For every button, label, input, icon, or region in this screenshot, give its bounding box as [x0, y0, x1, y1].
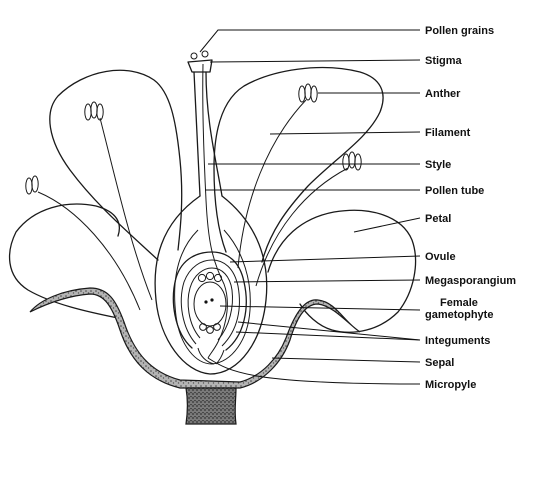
egg-apparatus-cell — [199, 323, 207, 331]
label-integuments: Integuments — [425, 335, 490, 347]
antipodal-cell — [197, 273, 207, 283]
label-gametophyte: gametophyte — [425, 309, 493, 321]
polar-nucleus — [210, 298, 214, 302]
polar-nucleus — [204, 300, 208, 304]
label-style: Style — [425, 159, 451, 171]
leader-stigma — [209, 59, 421, 63]
label-sepal: Sepal — [425, 357, 454, 369]
label-pollen-grains: Pollen grains — [425, 25, 494, 37]
ovule-outer-integument — [172, 251, 247, 351]
leader-sepal — [271, 357, 421, 363]
filament — [99, 117, 153, 301]
label-micropyle: Micropyle — [425, 379, 476, 391]
leader-pollen-grains — [199, 29, 420, 53]
label-megasporangium: Megasporangium — [425, 275, 516, 287]
label-stigma: Stigma — [425, 55, 463, 67]
leader-filament — [269, 131, 421, 135]
leader-ovule — [229, 255, 421, 263]
leader-petal — [353, 217, 421, 233]
anther — [342, 151, 362, 171]
pollen-grain — [201, 50, 209, 58]
label-pollen-tube: Pollen tube — [425, 185, 484, 197]
megasporangium — [187, 267, 233, 341]
leader-micropyle — [207, 357, 421, 385]
petal-upper-left — [49, 69, 183, 261]
pollen-tube — [202, 63, 228, 359]
antipodal-cell — [205, 271, 215, 281]
label-anther: Anther — [425, 88, 461, 100]
label-female: Female — [440, 297, 478, 309]
style-left-wall — [193, 71, 201, 197]
style-right-wall — [205, 71, 223, 197]
petal-lower-left — [8, 203, 120, 319]
ovule-inner-integument — [180, 259, 240, 347]
label-filament: Filament — [425, 127, 471, 139]
petal-lower-right — [267, 209, 417, 333]
label-ovule: Ovule — [425, 251, 456, 263]
petal-upper-right — [213, 66, 384, 263]
anther — [298, 83, 318, 103]
anther — [84, 101, 104, 121]
filament — [255, 167, 349, 287]
female-gametophyte — [193, 281, 227, 327]
egg-apparatus-cell — [213, 323, 221, 331]
leader-female-gametophyte — [219, 305, 421, 311]
pollen-grain — [190, 52, 198, 60]
anther — [25, 175, 39, 195]
pedicel — [185, 387, 237, 425]
stigma-head — [187, 59, 213, 73]
sepal — [29, 287, 361, 389]
leader-megasporangium — [233, 279, 421, 283]
filament — [37, 191, 141, 311]
funicle — [197, 347, 215, 365]
ovary-wall — [154, 195, 268, 375]
leader-integuments-b — [235, 331, 421, 341]
filament — [237, 99, 307, 269]
egg-apparatus-cell — [206, 326, 214, 334]
leader-integuments-a — [237, 321, 421, 341]
label-petal: Petal — [425, 213, 451, 225]
